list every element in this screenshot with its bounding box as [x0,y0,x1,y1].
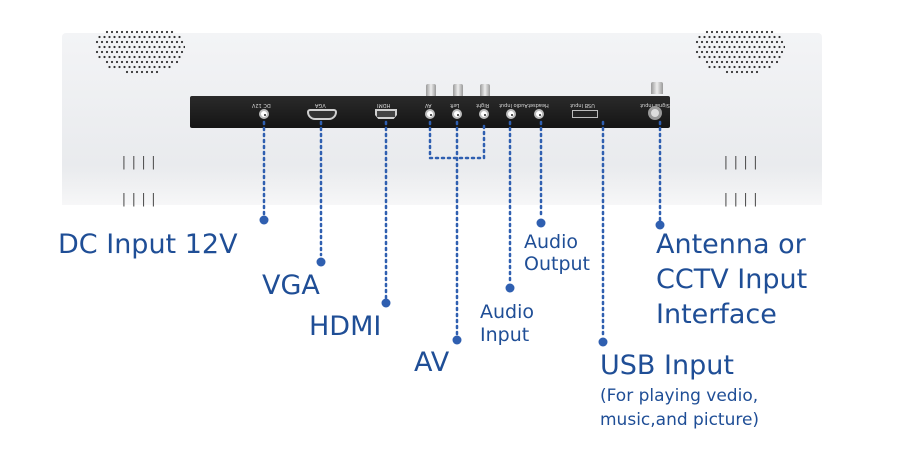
label-audio-input-line2: Input [480,324,529,347]
label-dc-input: DC Input 12V [58,228,238,262]
dot-hdmi [382,299,391,308]
dot-vga [317,258,326,267]
dot-audio-input [506,284,515,293]
label-usb-input: USB Input [600,349,734,383]
dot-usb [599,338,608,347]
label-usb-note-line1: (For playing vedio, [600,385,758,408]
label-hdmi: HDMI [309,310,381,344]
label-av: AV [414,346,449,380]
label-antenna-line3: Interface [656,298,777,332]
dot-dc [260,216,269,225]
label-audio-output-line1: Audio [524,231,578,254]
label-audio-input-line1: Audio [480,301,534,324]
label-antenna-line2: CCTV Input [656,263,807,297]
dot-av [453,336,462,345]
label-usb-note-line2: music,and picture) [600,409,759,432]
label-vga: VGA [262,269,320,303]
dot-audio-output [537,219,546,228]
label-antenna-line1: Antenna or [656,228,806,262]
label-audio-output-line2: Output [524,253,590,276]
